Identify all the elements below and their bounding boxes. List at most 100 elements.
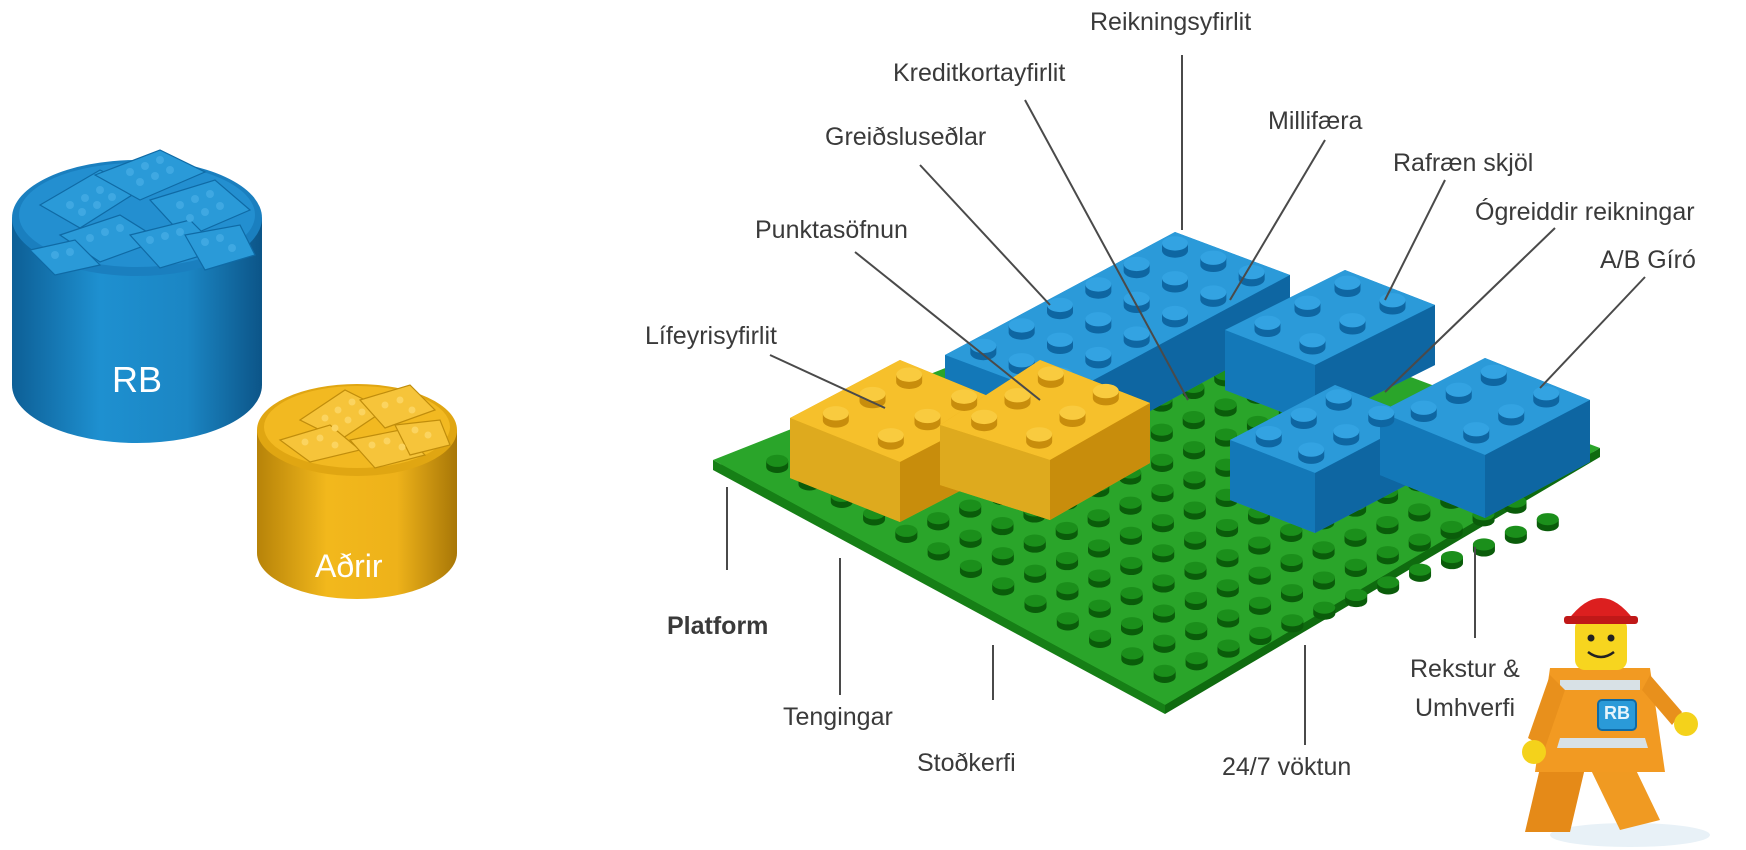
blue-stud	[1254, 315, 1281, 338]
green-stud	[1409, 563, 1432, 582]
blue-stud	[1238, 264, 1265, 287]
label-rekstur-line2: Umhverfi	[1415, 694, 1516, 722]
green-stud	[1055, 521, 1078, 541]
green-stud	[1120, 556, 1143, 576]
green-stud	[992, 577, 1015, 596]
blue-stud	[1445, 382, 1472, 405]
label-rafraen-skjol: Rafræn skjöl	[1393, 149, 1534, 177]
blue-stud	[1047, 297, 1073, 320]
green-stud	[991, 547, 1014, 566]
green-stud	[1441, 551, 1463, 570]
label-voktun: 24/7 vöktun	[1222, 753, 1352, 781]
green-stud	[1249, 626, 1272, 646]
rb-label: RB	[112, 359, 163, 400]
blue-stud	[1325, 389, 1352, 411]
green-stud	[1376, 516, 1399, 535]
green-stud	[1281, 584, 1303, 603]
leader-rafraen	[1384, 179, 1446, 301]
green-stud	[1184, 591, 1207, 611]
green-stud	[1087, 509, 1110, 528]
yellow-stud	[971, 409, 998, 432]
blue-stud	[1008, 318, 1035, 340]
green-stud	[959, 529, 982, 548]
yellow-stud	[1026, 427, 1053, 449]
label-millifaera: Millifæra	[1268, 107, 1363, 135]
yellow-bricks	[790, 360, 1150, 522]
label-punktasofnun: Punktasöfnun	[755, 216, 908, 244]
blue-stud	[1498, 404, 1525, 426]
leader-ogreiddir	[1384, 227, 1556, 393]
yellow-stud	[1037, 366, 1064, 388]
green-stud	[1312, 541, 1335, 560]
blue-stud	[1294, 295, 1321, 318]
label-reikningsyfirlit: Reikningsyfirlit	[1090, 8, 1252, 36]
green-stud	[1152, 604, 1175, 623]
green-stud	[1214, 398, 1237, 417]
yellow-stud	[951, 389, 978, 411]
green-stud	[1056, 552, 1079, 571]
green-stud	[1408, 533, 1431, 552]
green-stud	[766, 454, 789, 473]
green-stud	[959, 559, 982, 578]
green-stud	[895, 524, 918, 543]
green-stud	[1504, 525, 1527, 544]
green-stud	[1344, 528, 1367, 547]
green-stud	[1119, 496, 1142, 515]
yellow-stud	[914, 408, 941, 431]
green-stud	[1024, 564, 1047, 583]
green-stud	[1248, 566, 1271, 585]
label-stodkerfi: Stoðkerfi	[917, 749, 1016, 777]
green-stud	[1183, 471, 1206, 490]
green-stud	[1408, 503, 1431, 522]
leader-lines	[726, 55, 1646, 745]
green-stud	[1217, 639, 1240, 658]
blue-stud	[1339, 313, 1366, 335]
green-stud	[1088, 599, 1111, 618]
green-stud	[1088, 569, 1111, 588]
green-stud	[1312, 571, 1335, 590]
green-stud	[1151, 514, 1174, 533]
green-stud	[1472, 538, 1495, 557]
green-stud	[1183, 501, 1206, 520]
label-tengingar: Tengingar	[783, 703, 893, 731]
green-stud	[1184, 561, 1207, 580]
blue-stud	[1410, 400, 1437, 423]
green-stud	[1377, 576, 1400, 595]
blue-stud	[1085, 346, 1112, 369]
green-stud	[1023, 534, 1046, 553]
green-stud	[1153, 634, 1176, 653]
blue-stud	[1298, 442, 1325, 464]
blue-stud	[1123, 256, 1150, 279]
green-stud	[1217, 609, 1240, 628]
green-stud	[959, 499, 982, 518]
green-stud	[1153, 664, 1176, 683]
mascot-badge-text: RB	[1604, 703, 1630, 723]
blue-stud	[1162, 236, 1188, 258]
blue-stud	[1379, 293, 1406, 315]
green-stud	[1440, 520, 1463, 540]
green-stud	[1152, 574, 1175, 593]
green-stud	[1150, 423, 1173, 442]
green-stud	[1184, 531, 1207, 550]
green-stud	[1536, 513, 1559, 532]
blue-stud	[970, 338, 997, 361]
blue-stud	[1162, 305, 1188, 328]
leader-millifaera	[1229, 139, 1326, 301]
label-ab-giro: A/B Gíró	[1600, 246, 1696, 274]
yellow-stud	[822, 406, 849, 428]
blue-stud	[1123, 291, 1150, 314]
label-lifeyrisyfirlit: Lífeyrisyfirlit	[645, 322, 777, 350]
blue-stud	[1290, 407, 1317, 430]
label-ogreiddir-reikningar: Ógreiddir reikningar	[1475, 198, 1695, 226]
blue-stud	[1463, 422, 1490, 444]
blue-stud	[1368, 405, 1395, 428]
label-rekstur-line1: Rekstur &	[1410, 655, 1520, 683]
green-stud	[1056, 612, 1079, 631]
label-greidsluselar: Greiðsluseðlar	[825, 123, 987, 151]
blue-stud	[1333, 424, 1360, 446]
green-stud	[1280, 523, 1303, 542]
green-stud	[927, 542, 950, 561]
green-stud	[1183, 441, 1206, 460]
blue-stud	[1200, 285, 1227, 307]
